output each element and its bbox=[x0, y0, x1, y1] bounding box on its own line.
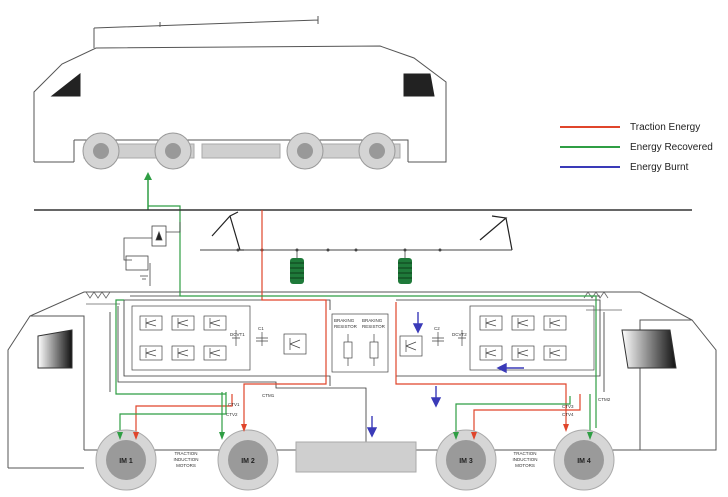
label-traction-motors-right-2: INDUCTION bbox=[513, 457, 538, 462]
top-fuel-tank bbox=[201, 143, 281, 159]
label-braking-resistor-left-2: RESISTOR bbox=[334, 324, 358, 329]
motor-feed-arrowheads bbox=[117, 424, 593, 440]
lower-loco-body bbox=[7, 291, 717, 469]
chopper-right bbox=[399, 335, 423, 357]
inverter-right-frame bbox=[469, 305, 595, 371]
motor-im3: IM 3 bbox=[435, 429, 497, 491]
lower-left-window bbox=[37, 329, 73, 369]
legend: Traction Energy Energy Recovered Energy … bbox=[560, 122, 713, 173]
recovered-energy-path bbox=[115, 292, 597, 436]
lower-fuel-tank bbox=[295, 441, 417, 473]
top-wheel bbox=[154, 132, 192, 170]
line-inductor-right bbox=[398, 258, 412, 284]
braking-resistor-element-left bbox=[343, 341, 353, 359]
label-ctv2: CTV2 bbox=[226, 412, 238, 417]
recovered-arrow-head bbox=[144, 172, 152, 180]
label-ctv1: CTV1 bbox=[228, 402, 240, 407]
lower-right-window bbox=[621, 329, 677, 369]
traction-energy-path bbox=[135, 210, 581, 436]
top-loco-body bbox=[33, 45, 447, 163]
top-pantograph bbox=[93, 16, 319, 48]
igbt-module bbox=[479, 345, 503, 361]
label-c1: C1 bbox=[258, 326, 264, 331]
igbt-module bbox=[543, 345, 567, 361]
label-traction-motors-left-3: MOTORS bbox=[176, 463, 196, 468]
burnt-arrow bbox=[366, 416, 378, 438]
aux-rectifier bbox=[151, 225, 167, 247]
motor-im4: IM 4 bbox=[553, 429, 615, 491]
motor-label: IM 4 bbox=[577, 458, 591, 465]
motor-label: IM 3 bbox=[459, 458, 473, 465]
motor-im1: IM 1 bbox=[95, 429, 157, 491]
dc-bus-network bbox=[109, 295, 605, 452]
lower-locomotive bbox=[7, 291, 717, 469]
top-right-window bbox=[403, 73, 435, 97]
roof-resistor-right bbox=[583, 291, 622, 311]
auxiliary-supply bbox=[123, 222, 181, 286]
top-wheel bbox=[82, 132, 120, 170]
left-pantograph bbox=[211, 211, 244, 251]
motor-label: IM 1 bbox=[119, 458, 133, 465]
label-traction-motors-left-2: INDUCTION bbox=[174, 457, 199, 462]
igbt-module bbox=[479, 315, 503, 331]
roof-resistor-left bbox=[85, 291, 120, 305]
top-wheel bbox=[286, 132, 324, 170]
top-wheel bbox=[358, 132, 396, 170]
motor-label: IM 2 bbox=[241, 458, 255, 465]
burnt-arrow bbox=[412, 312, 424, 334]
igbt-module bbox=[139, 345, 163, 361]
chopper-left bbox=[283, 333, 307, 355]
braking-resistor-element-right bbox=[369, 341, 379, 359]
label-traction-motors-left-1: TRACTION bbox=[175, 451, 198, 456]
legend-label-recovered: Energy Recovered bbox=[630, 142, 713, 153]
legend-label-burnt: Energy Burnt bbox=[630, 162, 689, 173]
inverter-right bbox=[399, 305, 595, 371]
inverter-left bbox=[131, 305, 307, 371]
igbt-module bbox=[139, 315, 163, 331]
igbt-module bbox=[511, 315, 535, 331]
igbt-module bbox=[511, 345, 535, 361]
legend-label-traction: Traction Energy bbox=[630, 122, 700, 133]
braking-resistors bbox=[331, 313, 389, 373]
burnt-energy-arrows bbox=[366, 312, 524, 438]
label-braking-resistor-right-2: RESISTOR bbox=[362, 324, 386, 329]
igbt-module bbox=[203, 315, 227, 331]
igbt-module bbox=[171, 315, 195, 331]
label-ctv4: CTV4 bbox=[562, 412, 574, 417]
braking-resistor-frame bbox=[331, 313, 389, 373]
label-braking-resistor-left-1: BRAKING bbox=[334, 318, 355, 323]
aux-transformer bbox=[125, 255, 149, 271]
igbt-module bbox=[543, 315, 567, 331]
inverter-left-frame bbox=[131, 305, 251, 371]
label-dcvt2: DCVT2 bbox=[452, 332, 467, 337]
label-traction-motors-right-1: TRACTION bbox=[514, 451, 537, 456]
label-traction-motors-right-3: MOTORS bbox=[515, 463, 535, 468]
lower-cab-walls bbox=[30, 315, 692, 450]
top-left-window bbox=[50, 72, 81, 97]
burnt-arrow bbox=[496, 362, 524, 374]
label-ctv3: CTV3 bbox=[562, 404, 574, 409]
line-inductor-left bbox=[290, 258, 304, 284]
label-braking-resistor-right-1: BRAKING bbox=[362, 318, 383, 323]
label-dcvt1: DCVT1 bbox=[230, 332, 245, 337]
igbt-module bbox=[203, 345, 227, 361]
label-c2: C2 bbox=[434, 326, 440, 331]
igbt-module bbox=[171, 345, 195, 361]
label-ctm2: CTM2 bbox=[598, 397, 611, 402]
label-ctm1: CTM1 bbox=[262, 393, 275, 398]
burnt-arrow bbox=[430, 386, 442, 408]
right-pantograph bbox=[479, 215, 513, 251]
recovered-feed-line bbox=[148, 205, 181, 292]
motor-im2: IM 2 bbox=[217, 429, 279, 491]
top-locomotive bbox=[33, 16, 447, 170]
